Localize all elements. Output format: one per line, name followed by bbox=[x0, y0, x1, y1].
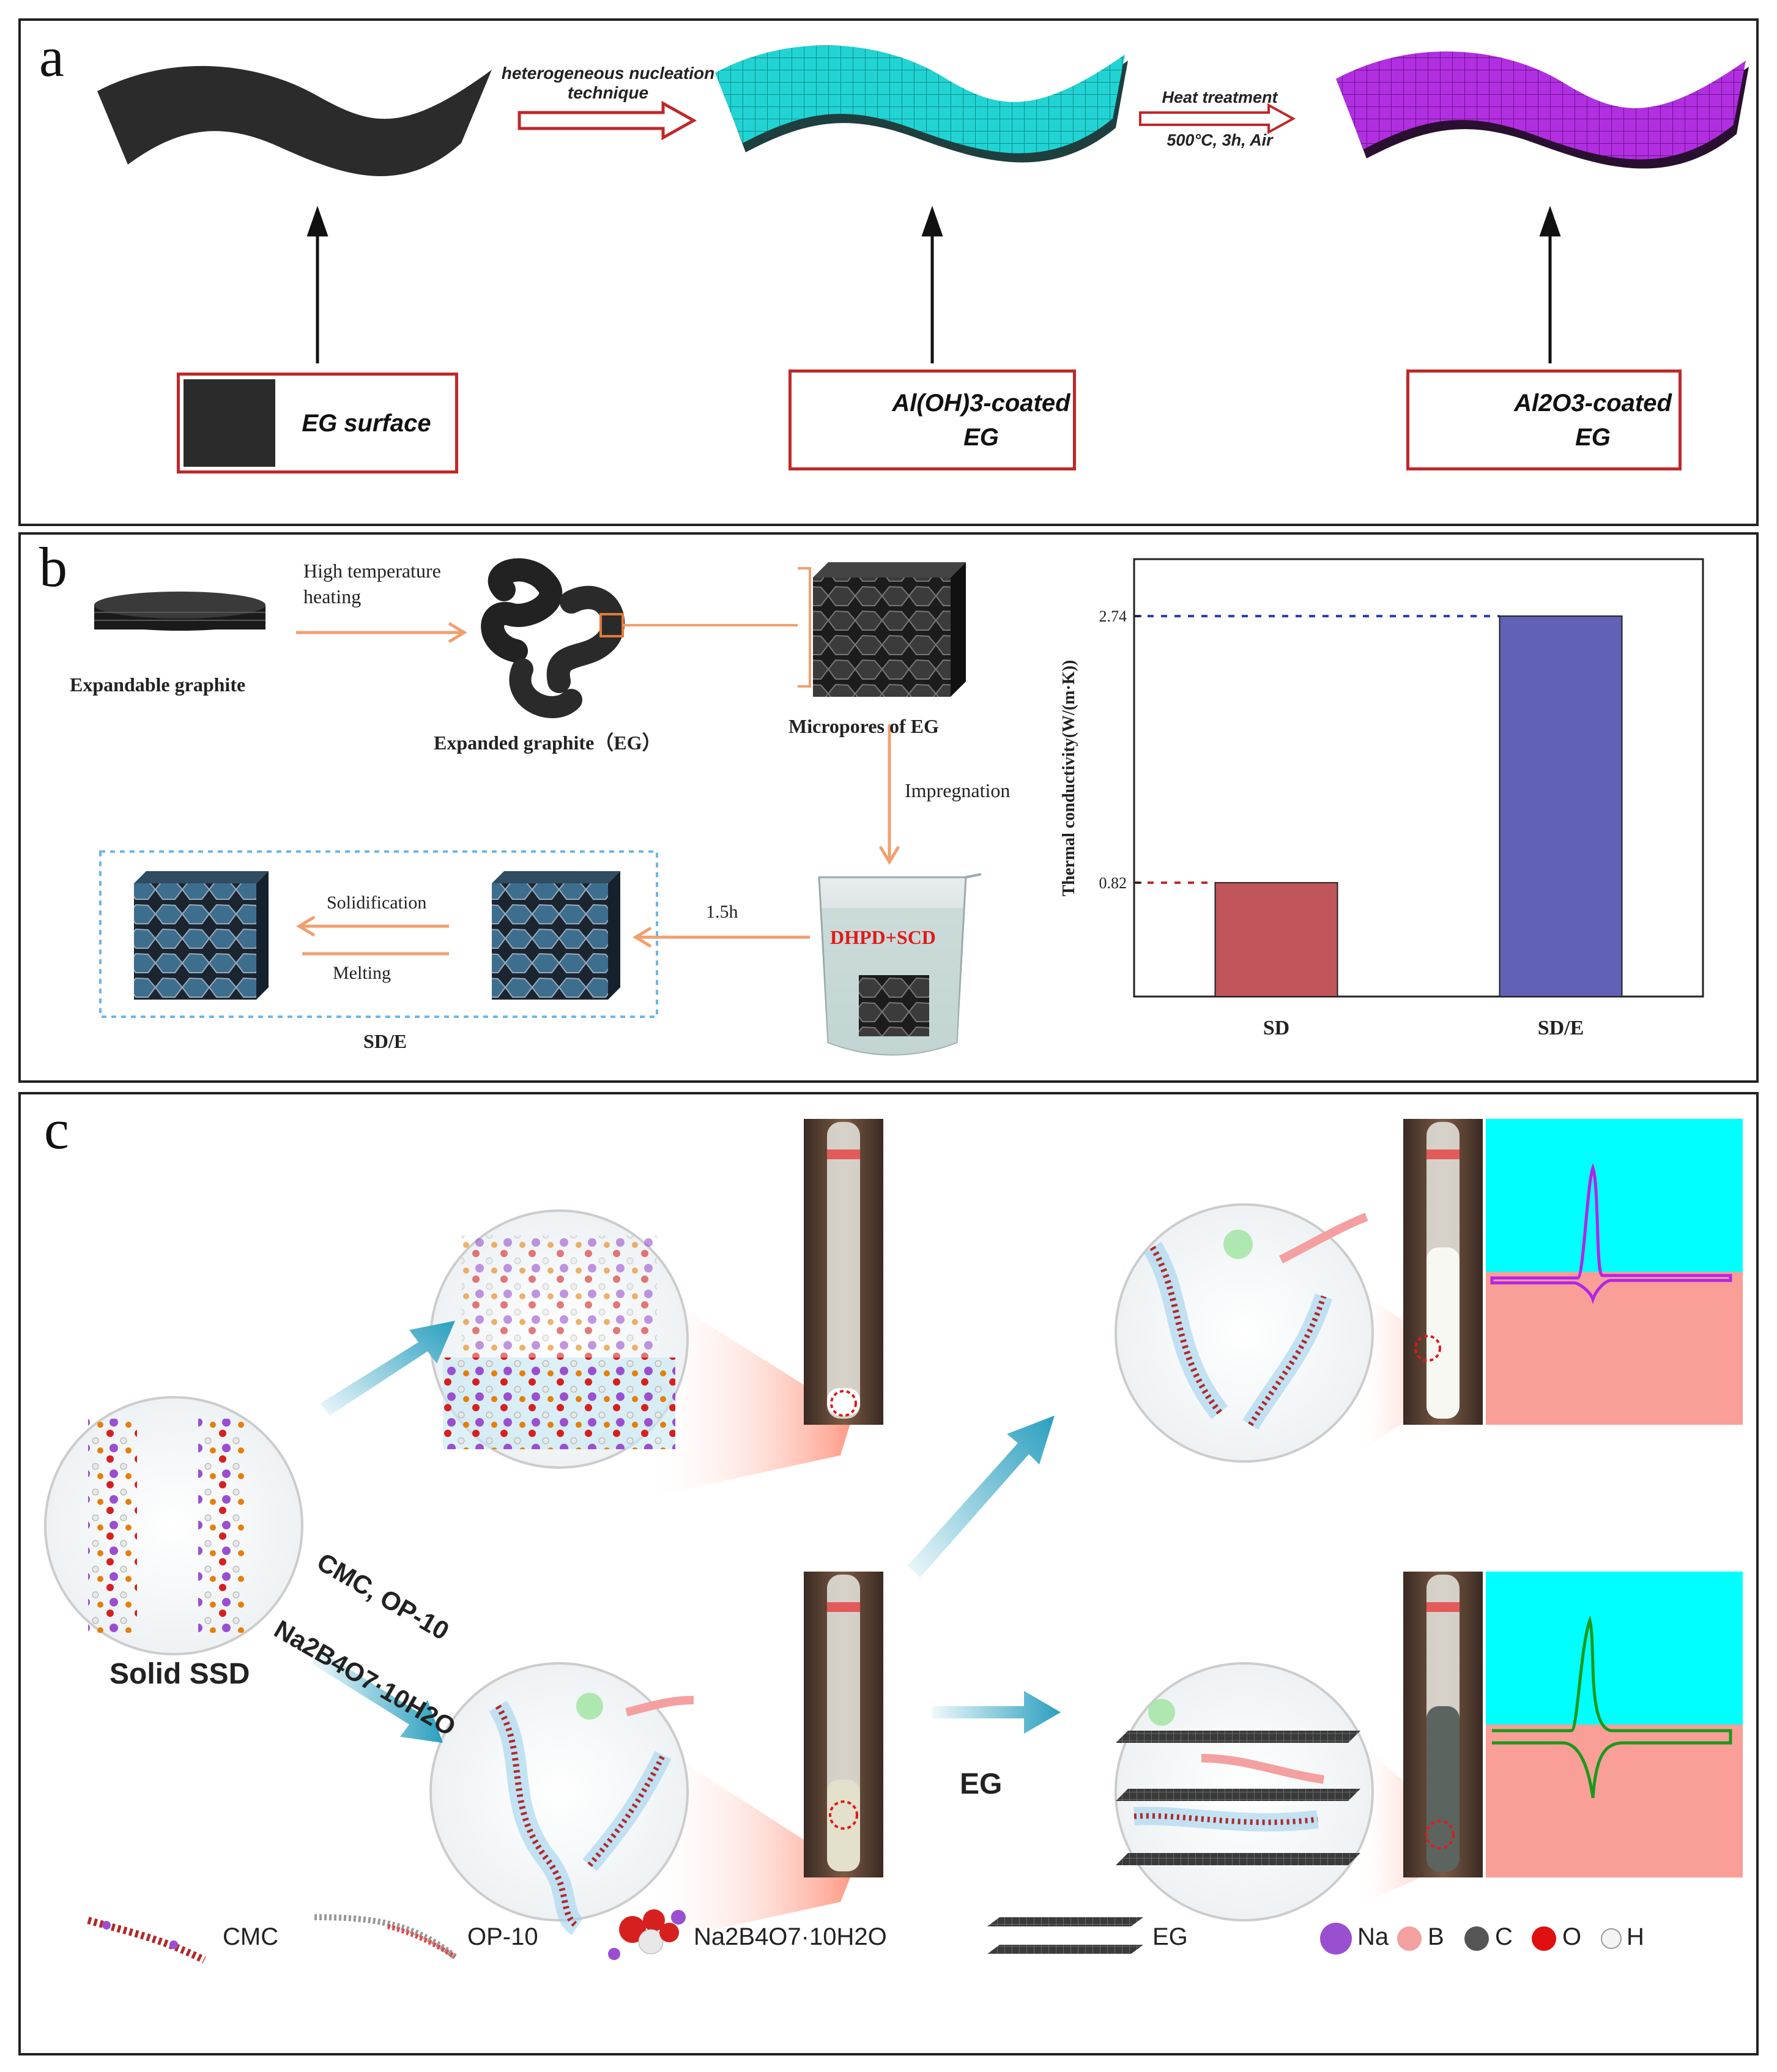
vertical-arrow-2 bbox=[921, 206, 943, 363]
micropores-label: Micropores of EG bbox=[788, 715, 939, 737]
time-label: 1.5h bbox=[706, 902, 738, 922]
hollow-arrow-1 bbox=[518, 100, 697, 141]
solidification-label: Solidification bbox=[327, 893, 427, 913]
legend-eg-label: EG bbox=[1152, 1923, 1188, 1950]
bar-sd-e bbox=[1499, 615, 1623, 998]
legend-na-label: Na bbox=[1357, 1923, 1389, 1950]
aloh3-label: Al(OH)3-coated EG bbox=[889, 386, 1073, 455]
impregnation-label: Impregnation bbox=[905, 779, 1011, 801]
legend-b-atom bbox=[1397, 1926, 1422, 1951]
y-tick-label: 0.82 bbox=[1099, 874, 1127, 892]
sde-dotted-box bbox=[99, 850, 658, 1018]
teal-arrow-up-right bbox=[908, 1416, 1055, 1578]
aloh3-label-line2: EG bbox=[963, 424, 999, 451]
al2o3-coated-sheet bbox=[1336, 51, 1746, 160]
expandable-graphite-disk bbox=[94, 592, 265, 631]
panel-c: c bbox=[18, 1092, 1759, 2055]
legend-borax-icon bbox=[608, 1909, 686, 1960]
panel-b-label: b bbox=[39, 536, 67, 598]
al2o3-label-line2: EG bbox=[1575, 424, 1611, 451]
legend-borax-label: Na2B4O7·10H2O bbox=[694, 1923, 887, 1950]
heating-arrow bbox=[296, 622, 467, 644]
micropores-cube bbox=[813, 562, 966, 697]
impregnation-arrow bbox=[878, 724, 900, 865]
eg-arrow-label: EG bbox=[960, 1768, 1003, 1800]
teal-arrow-down-left bbox=[311, 1651, 443, 1743]
step1-text-line2: technique bbox=[567, 83, 649, 102]
hollow-arrow-2 bbox=[1139, 103, 1296, 135]
al2o3-box: Al2O3-coated EG bbox=[1406, 369, 1682, 470]
sde-cube-solid bbox=[492, 871, 620, 1000]
legend-op10-label: OP-10 bbox=[467, 1923, 538, 1950]
heating-label-line2: heating bbox=[303, 585, 362, 607]
step2-text-line1: Heat treatment bbox=[1162, 88, 1278, 106]
sde-label: SD/E bbox=[363, 1030, 407, 1052]
aloh3-box: Al(OH)3-coated EG bbox=[788, 369, 1076, 470]
panel-a: a bbox=[18, 18, 1759, 526]
panel-c-graphics bbox=[44, 1119, 1743, 1964]
panel-a-label: a bbox=[39, 26, 64, 88]
beaker bbox=[818, 873, 982, 1056]
x-category-label: SD/E bbox=[1538, 1017, 1584, 1039]
expanded-graphite-worms bbox=[481, 558, 625, 718]
panel-b: b bbox=[18, 532, 1759, 1083]
test-tube-3 bbox=[1403, 1119, 1483, 1425]
legend-h-label: H bbox=[1627, 1923, 1644, 1950]
solid-ssd-label: Solid SSD bbox=[109, 1658, 250, 1690]
panel-c-label: c bbox=[44, 1098, 69, 1160]
expandable-graphite-label: Expandable graphite bbox=[70, 674, 246, 696]
eg-surface-swatch bbox=[184, 379, 275, 467]
panel-b-process-graphics bbox=[94, 558, 982, 1056]
legend-o-atom bbox=[1532, 1926, 1556, 1951]
legend-o-label: O bbox=[1562, 1923, 1582, 1950]
aloh3-label-line1: Al(OH)3-coated bbox=[892, 390, 1070, 417]
vertical-arrow-3 bbox=[1539, 206, 1561, 363]
legend-eg-icon bbox=[987, 1917, 1143, 1954]
test-tube-1 bbox=[804, 1119, 883, 1425]
zoom-circle-bottom-left bbox=[429, 1662, 853, 1945]
teal-arrow-up-left bbox=[321, 1321, 455, 1416]
test-tube-4 bbox=[1403, 1572, 1483, 1877]
aloh3-coated-sheet bbox=[715, 45, 1125, 154]
y-axis-label: Thermal conductivity(W/(m·K)) bbox=[1059, 660, 1078, 897]
legend-na-atom bbox=[1320, 1923, 1352, 1955]
heating-label: High temperature heating bbox=[303, 558, 441, 609]
legend-h-atom bbox=[1601, 1928, 1622, 1949]
beaker-label: DHPD+SCD bbox=[830, 926, 936, 948]
vertical-arrow-1 bbox=[306, 206, 328, 363]
eg-sheet bbox=[97, 65, 492, 176]
eg-surface-label: EG surface bbox=[302, 410, 431, 437]
step1-text: heterogeneous nucleation technique bbox=[492, 64, 724, 103]
legend-op10-icon bbox=[314, 1914, 458, 1959]
legend-c-label: C bbox=[1495, 1923, 1513, 1950]
bar-sd bbox=[1214, 882, 1338, 997]
eg-surface-box: EG surface bbox=[177, 373, 458, 473]
time-arrow bbox=[633, 926, 810, 948]
zoom-circle-top-left bbox=[429, 1209, 853, 1498]
step1-text-line1: heterogeneous nucleation bbox=[501, 64, 715, 83]
legend-cmc-label: CMC bbox=[223, 1923, 279, 1950]
melting-label: Melting bbox=[333, 963, 391, 983]
y-tick-label: 2.74 bbox=[1099, 607, 1127, 625]
solid-ssd-circle bbox=[44, 1396, 303, 1655]
step2-text: Heat treatment 500°C, 3h, Air bbox=[1134, 76, 1305, 162]
dsc-plot-2 bbox=[1486, 1572, 1743, 1877]
sde-cube-melted bbox=[134, 871, 269, 1000]
expanded-graphite-label: Expanded graphite（EG） bbox=[434, 732, 662, 754]
x-category-label: SD bbox=[1263, 1017, 1289, 1039]
legend-b-label: B bbox=[1428, 1923, 1444, 1950]
legend-c-atom bbox=[1464, 1926, 1489, 1951]
test-tube-2 bbox=[804, 1572, 883, 1877]
al2o3-label-line1: Al2O3-coated bbox=[1514, 390, 1672, 417]
legend-cmc-icon bbox=[87, 1917, 206, 1964]
step2-text-line2: 500°C, 3h, Air bbox=[1167, 131, 1273, 149]
teal-arrow-right bbox=[932, 1691, 1061, 1734]
al2o3-label: Al2O3-coated EG bbox=[1507, 386, 1679, 455]
heating-label-line1: High temperature bbox=[303, 560, 441, 582]
dsc-plot-1 bbox=[1486, 1119, 1743, 1425]
